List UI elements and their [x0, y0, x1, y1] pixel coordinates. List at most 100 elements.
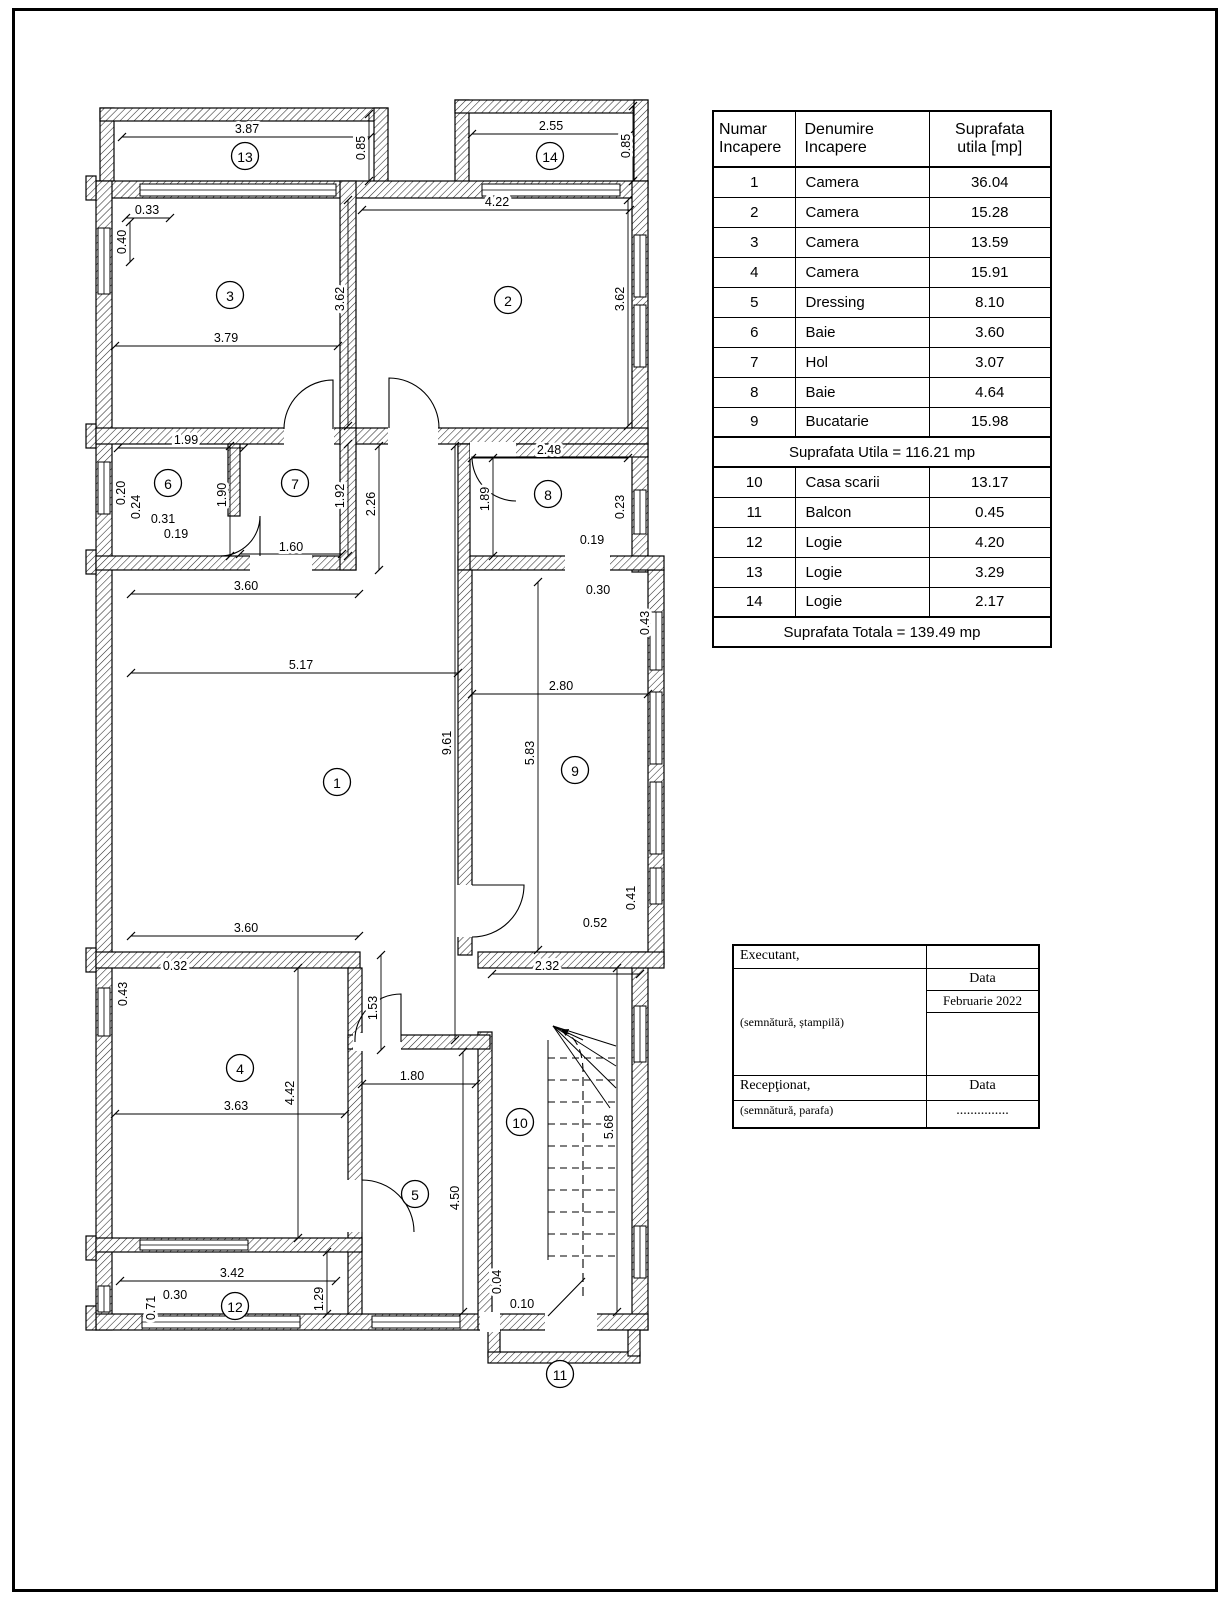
room-number: 13: [237, 149, 253, 165]
dimension-label: 0.40: [115, 230, 129, 254]
room-number: 4: [236, 1061, 244, 1077]
room-name-cell: Logie: [794, 556, 930, 588]
col-header-numar: Numar Incapere: [712, 110, 796, 168]
room-number-circle: [535, 141, 565, 171]
dimension-label: 0.41: [624, 886, 638, 910]
total-row: Suprafata Totala = 139.49 mp: [712, 616, 1052, 648]
room-number-circle: [220, 1291, 250, 1321]
room-name-cell: Camera: [794, 196, 930, 228]
room-number-cell: 12: [712, 526, 796, 558]
room-area-cell: 0.45: [928, 496, 1052, 528]
doors-layer: [219, 377, 586, 1317]
room-number-cell: 13: [712, 556, 796, 588]
dimension-label: 1.92: [333, 484, 347, 508]
dimension-label: 3.62: [333, 287, 347, 311]
dimension-label: 3.87: [235, 122, 259, 136]
room-area-cell: 4.20: [928, 526, 1052, 558]
dimension-label: 5.17: [289, 658, 313, 672]
dimension-label: 3.79: [214, 331, 238, 345]
dimension-label: 9.61: [440, 731, 454, 755]
room-number-circle: [322, 767, 352, 797]
room-area-cell: 3.60: [928, 316, 1052, 348]
dimension-label: 1.29: [312, 1287, 326, 1311]
room-number-circle: [215, 280, 245, 310]
room-number: 1: [333, 775, 341, 791]
dimension-label: 2.32: [535, 959, 559, 973]
page-border: [12, 8, 1218, 1592]
room-number-circle: [545, 1359, 575, 1389]
executant-label: Executant,: [740, 948, 800, 963]
dimension-label: 2.48: [537, 443, 561, 457]
room-number-cell: 7: [712, 346, 796, 378]
dimension-label: 0.71: [144, 1296, 158, 1320]
room-number-cell: 10: [712, 466, 796, 498]
room-number-cell: 11: [712, 496, 796, 528]
room-number: 9: [571, 763, 579, 779]
room-area-cell: 3.29: [928, 556, 1052, 588]
title-block-cell: [734, 991, 926, 1013]
room-area-cell: 13.17: [928, 466, 1052, 498]
title-block-cell: [926, 1013, 1038, 1075]
dimension-label: 3.63: [224, 1099, 248, 1113]
title-block: Executant, Data Februarie 2022 (semnătur…: [732, 944, 1040, 1129]
dimension-label: 4.42: [283, 1081, 297, 1105]
room-number-cell: 2: [712, 196, 796, 228]
dimension-label: 0.19: [164, 527, 188, 541]
room-number-cell: 1: [712, 166, 796, 198]
subtotal: Suprafata Utila = 116.21 mp: [712, 436, 1052, 468]
room-table-header-row: Numar Incapere Denumire Incapere Suprafa…: [712, 110, 1052, 168]
dimension-label: 0.20: [114, 481, 128, 505]
dimension-label: 1.60: [279, 540, 303, 554]
dimension-label: 2.55: [539, 119, 563, 133]
room-area-cell: 8.10: [928, 286, 1052, 318]
dimension-label: 3.60: [234, 921, 258, 935]
room-name-cell: Casa scarii: [794, 466, 930, 498]
room-name-cell: Baie: [794, 376, 930, 408]
room-number-circle: [533, 479, 563, 509]
dimension-label: 3.62: [613, 287, 627, 311]
date-value: Februarie 2022: [926, 991, 1038, 1013]
dimension-label: 0.10: [510, 1297, 534, 1311]
room-number: 6: [164, 476, 172, 492]
room-table: Numar Incapere Denumire Incapere Suprafa…: [712, 110, 1052, 648]
room-name-cell: Camera: [794, 166, 930, 198]
room-area-cell: 4.64: [928, 376, 1052, 408]
room-name-cell: Bucatarie: [794, 406, 930, 438]
room-number: 8: [544, 487, 552, 503]
receptionat-label: Recepţionat,: [740, 1078, 811, 1093]
room-name-cell: Hol: [794, 346, 930, 378]
room-area-cell: 3.07: [928, 346, 1052, 378]
room-number-cell: 8: [712, 376, 796, 408]
room-area-cell: 15.91: [928, 256, 1052, 288]
room-number: 12: [227, 1299, 243, 1315]
room-name-cell: Baie: [794, 316, 930, 348]
room-number: 5: [411, 1187, 419, 1203]
room-number-circle: [560, 755, 590, 785]
room-number: 11: [553, 1367, 568, 1383]
room-number-cell: 5: [712, 286, 796, 318]
dimension-label: 1.90: [215, 483, 229, 507]
room-area-cell: 36.04: [928, 166, 1052, 198]
subtotal-row: Suprafata Utila = 116.21 mp: [712, 436, 1052, 468]
dimension-label: 4.22: [485, 195, 509, 209]
room-number-circle: [225, 1053, 255, 1083]
room-number-cell: 9: [712, 406, 796, 438]
dimension-label: 1.99: [174, 433, 198, 447]
room-name-cell: Camera: [794, 226, 930, 258]
room-number: 10: [512, 1115, 528, 1131]
room-name-cell: Balcon: [794, 496, 930, 528]
dimension-label: 0.30: [163, 1288, 187, 1302]
dots-placeholder: ...............: [926, 1101, 1038, 1127]
dimension-label: 2.80: [549, 679, 573, 693]
room-number-cell: 6: [712, 316, 796, 348]
dimension-label: 0.33: [135, 203, 159, 217]
